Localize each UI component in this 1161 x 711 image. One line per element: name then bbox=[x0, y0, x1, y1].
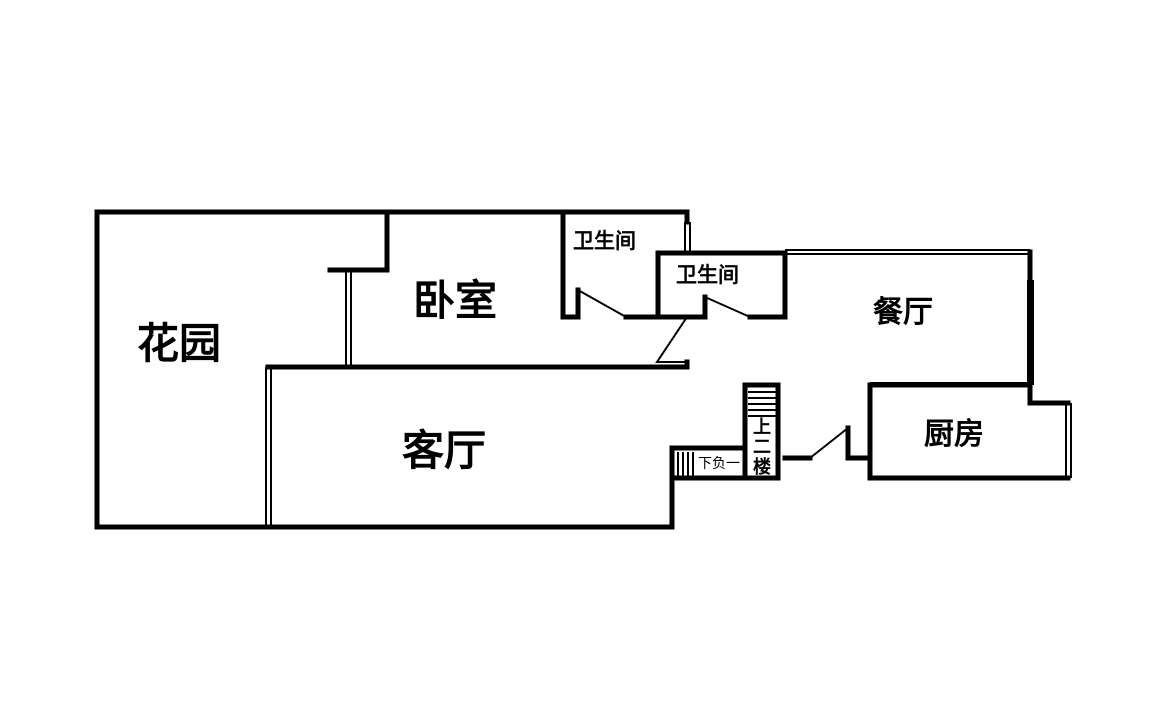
stair-down bbox=[669, 445, 748, 481]
room-label-kitchen: 厨房 bbox=[924, 417, 984, 452]
kitchen-wall bbox=[867, 382, 1071, 481]
stair-treads bbox=[677, 391, 776, 476]
room-label-bedroom: 卧室 bbox=[413, 276, 498, 325]
door-swings bbox=[577, 289, 849, 459]
room-label-bathroom-1: 卫生间 bbox=[573, 229, 636, 253]
room-label-bathroom-2: 卫生间 bbox=[676, 263, 739, 287]
windows bbox=[265, 222, 1072, 527]
bathroom-2-wall bbox=[655, 250, 788, 320]
stair-up-label: 上二楼 bbox=[750, 417, 771, 477]
outer-wall bbox=[94, 209, 690, 530]
stair-down-label: 下负一 bbox=[698, 456, 740, 472]
dining-wall bbox=[782, 249, 1033, 461]
room-label-dining: 餐厅 bbox=[873, 295, 933, 330]
room-label-living: 客厅 bbox=[402, 426, 487, 475]
bathroom-1-wall bbox=[560, 209, 690, 320]
room-label-garden: 花园 bbox=[137, 319, 222, 368]
